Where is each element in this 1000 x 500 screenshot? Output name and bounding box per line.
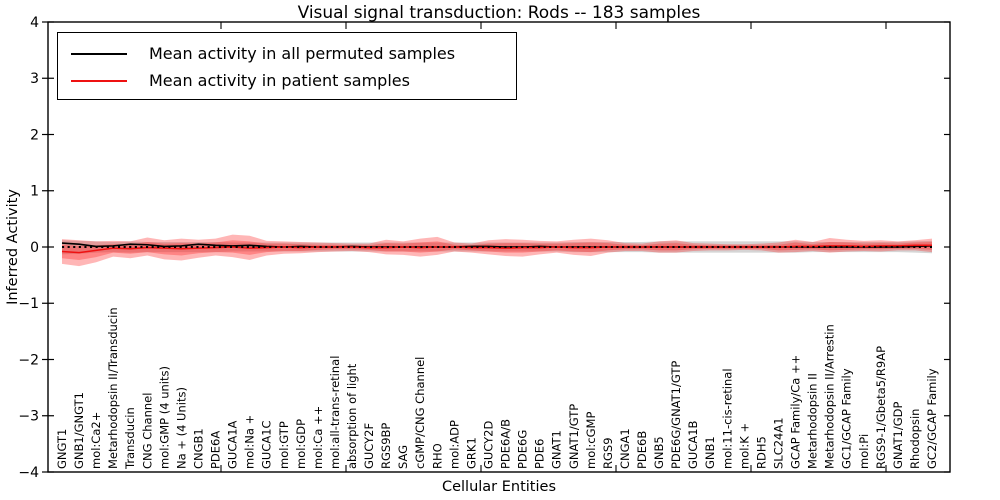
y-tick-label: −2: [18, 352, 39, 368]
x-category-label: mol:Na +: [243, 415, 257, 469]
x-category-label: PDE6G/GNAT1/GTP: [669, 361, 683, 469]
patient-band: [62, 234, 932, 267]
x-category-label: CNG Channel: [140, 393, 154, 469]
y-tick-label: −4: [18, 465, 39, 481]
y-tick-label: 3: [30, 71, 39, 87]
y-tick-label: 2: [30, 127, 39, 143]
x-category-label: Rhodopsin: [908, 409, 922, 469]
patient-line-swatch: [71, 79, 127, 82]
x-category-label: PDE6B: [635, 431, 649, 469]
x-category-label: RGS9BP: [379, 423, 393, 469]
x-axis-label: Cellular Entities: [441, 479, 557, 495]
x-category-label: cGMP/CNG Channel: [413, 357, 427, 469]
x-ticks: [220, 22, 887, 472]
x-category-label: GCAP Family/Ca ++: [789, 355, 803, 469]
x-category-label: PDE6: [533, 439, 547, 469]
x-category-label: GNGT1: [55, 429, 69, 469]
x-category-label: GC2/GCAP Family: [925, 368, 939, 469]
x-category-label: PDE6A/B: [499, 419, 513, 469]
x-category-label: Transducin: [123, 407, 137, 470]
x-category-label: GUCA1C: [260, 420, 274, 469]
legend-item-permuted: Mean activity in all permuted samples: [58, 40, 516, 67]
y-ticks: [42, 21, 950, 473]
x-category-label: SAG: [396, 445, 410, 469]
legend-label-patient: Mean activity in patient samples: [149, 71, 410, 90]
x-category-label: mol:Ca2+: [89, 412, 103, 469]
patient-mean-line-group: [61, 244, 932, 254]
x-category-label: mol:cGMP: [584, 412, 598, 469]
x-category-label: RHO: [430, 443, 444, 469]
x-category-label: mol:GDP: [294, 419, 308, 469]
x-category-label: GUCY2D: [481, 421, 495, 469]
x-category-label: GRK1: [464, 437, 478, 469]
x-category-label: PDE6G: [516, 430, 530, 469]
x-category-label: Metarhodopsin II/Arrestin: [823, 324, 837, 469]
x-category-label: GNB1/GNGT1: [72, 392, 86, 469]
x-category-label: RGS9: [601, 437, 615, 469]
chart-title: Visual signal transduction: Rods -- 183 …: [297, 3, 701, 23]
y-tick-label: 1: [30, 184, 39, 200]
legend-item-patient: Mean activity in patient samples: [58, 67, 516, 94]
x-category-label: GNAT1: [550, 430, 564, 469]
x-category-label: GNB1: [703, 436, 717, 469]
x-category-label: GUCY2F: [362, 423, 376, 469]
y-tick-label: −3: [18, 409, 39, 425]
x-category-label: GC1/GCAP Family: [840, 368, 854, 469]
y-tick-label: −1: [18, 296, 39, 312]
y-tick-label: 4: [30, 15, 39, 31]
x-category-label: CNGB1: [191, 428, 205, 469]
x-category-label: mol:Pi: [857, 434, 871, 469]
x-category-label: RDH5: [754, 436, 768, 469]
x-category-label: PDE6A: [209, 431, 223, 469]
x-category-label: RGS9-1/Gbeta5/R9AP: [874, 346, 888, 469]
x-category-label: mol:GTP: [277, 421, 291, 469]
x-category-label: mol:all-trans-retinal: [328, 356, 342, 469]
x-category-label: GNAT1/GDP: [891, 402, 905, 469]
legend: Mean activity in all permuted samples Me…: [57, 32, 517, 100]
permuted-line-swatch: [71, 52, 127, 55]
legend-label-permuted: Mean activity in all permuted samples: [149, 44, 456, 63]
patient-mean-line: [61, 244, 932, 254]
patient-envelope-inner: [62, 240, 932, 260]
x-category-label: SLC24A1: [771, 417, 785, 469]
patient-envelope-outer: [62, 234, 932, 267]
x-category-label: mol:11-cis-retinal: [720, 368, 734, 469]
x-category-label: mol:K +: [737, 423, 751, 469]
x-category-label: GUCA1B: [686, 420, 700, 469]
x-category-label: Na + (4 Units): [174, 387, 188, 469]
x-category-label: GNB5: [652, 436, 666, 469]
y-tick-label: 0: [30, 240, 39, 256]
x-category-label: Metarhodopsin II: [806, 373, 820, 469]
x-category-label: mol:ADP: [447, 420, 461, 469]
x-category-label: mol:GMP (4 units): [157, 366, 171, 469]
x-category-label: mol:Ca ++: [311, 406, 325, 469]
y-tick-labels: −4 −3 −2 −1 0 1 2 3 4: [18, 15, 39, 481]
x-category-label: absorption of light: [345, 363, 359, 469]
x-category-label: CNGA1: [618, 428, 632, 469]
x-category-label: GUCA1A: [226, 420, 240, 469]
x-category-label: Metarhodopsin II/Transducin: [106, 307, 120, 469]
y-axis-label: Inferred Activity: [5, 189, 21, 305]
x-category-label: GNAT1/GTP: [567, 404, 581, 469]
